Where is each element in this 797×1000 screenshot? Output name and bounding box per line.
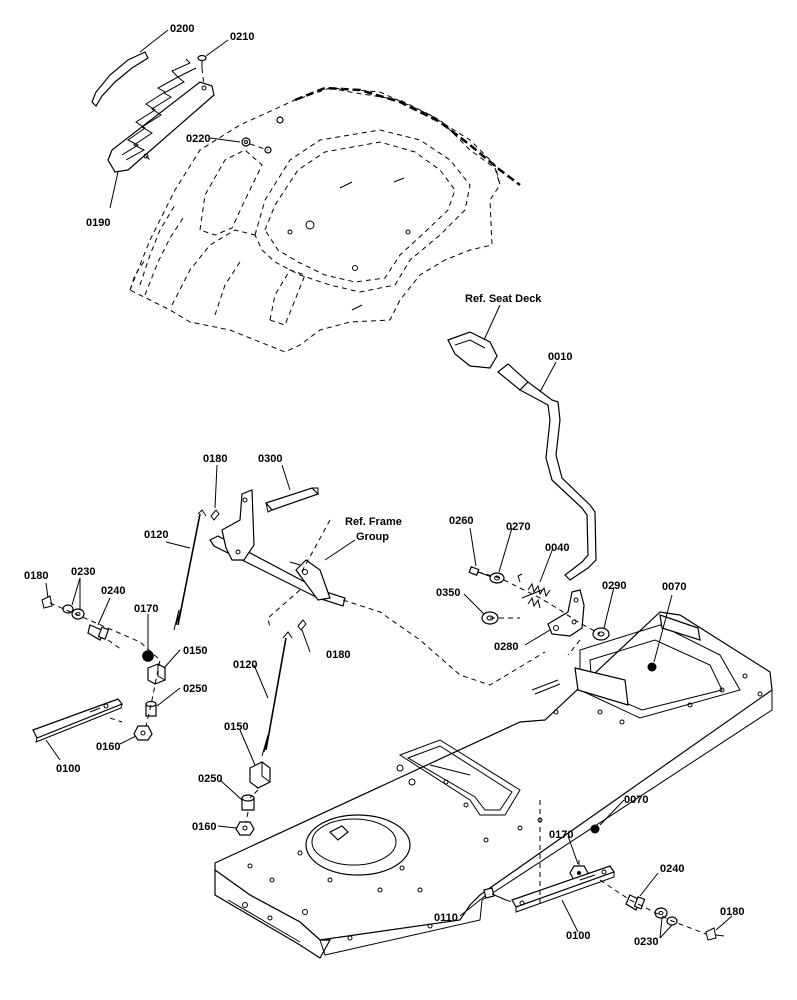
label-0290: 0290 (602, 580, 626, 592)
nut-0160-center (235, 821, 255, 836)
nut-0220 (241, 116, 284, 154)
clip-0180-left (41, 595, 53, 609)
washer-0270 (489, 572, 505, 584)
label-0160-left: 0160 (96, 741, 120, 753)
label-0200: 0200 (170, 23, 194, 35)
clip-0180-center (297, 619, 307, 631)
label-0260: 0260 (449, 515, 473, 527)
leader-lines (45, 29, 733, 939)
nut-0070-rear (647, 662, 657, 672)
stud-0240-left (87, 624, 110, 641)
rod-0120-center (261, 631, 293, 757)
spacer-0250-center (241, 794, 255, 811)
frame (214, 611, 773, 959)
clip-0180-top (210, 509, 220, 521)
block-0150-left (147, 663, 166, 685)
nut-0070-front (590, 824, 600, 834)
label-0300: 0300 (258, 453, 282, 465)
washers-0230-right (654, 907, 678, 926)
nut-0170-left (142, 650, 154, 662)
label-0100-left: 0100 (56, 763, 80, 775)
knob-ref-seat-deck (447, 331, 498, 369)
label-ref-frame-2: Group (356, 531, 389, 543)
bar-0100-left (32, 698, 123, 743)
label-0070-front: 0070 (624, 794, 648, 806)
label-0230-right: 0230 (634, 936, 658, 948)
label-0100-right: 0100 (566, 930, 590, 942)
label-0180-right: 0180 (720, 906, 744, 918)
decal-strip-0200 (91, 51, 149, 107)
spring-0040 (517, 573, 551, 609)
label-0110: 0110 (434, 912, 458, 924)
seat-deck-outline (129, 86, 521, 353)
label-0120-center: 0120 (233, 659, 257, 671)
handle-0300 (264, 487, 320, 513)
washer-0290 (592, 627, 610, 641)
bolt-0260 (468, 566, 501, 581)
spacer-0250-left (145, 700, 157, 717)
label-0150-left: 0150 (183, 645, 207, 657)
screw-0210 (197, 54, 207, 68)
label-0220: 0220 (186, 133, 210, 145)
bracket-0280 (547, 589, 585, 637)
rod-0120-left (173, 509, 207, 631)
block-0150-center (249, 761, 271, 789)
label-0190: 0190 (86, 217, 110, 229)
bar-0100-right (511, 865, 615, 913)
label-0180-left: 0180 (24, 570, 48, 582)
label-0170-right: 0170 (549, 829, 573, 841)
label-ref-frame-1: Ref. Frame (345, 516, 402, 528)
label-0350: 0350 (436, 587, 460, 599)
label-0180-center: 0180 (326, 649, 350, 661)
label-0230-left: 0230 (71, 566, 95, 578)
label-0070-rear: 0070 (662, 581, 686, 593)
cross-shaft-assembly (209, 489, 346, 607)
shift-lever-0010 (497, 363, 597, 581)
label-0160-center: 0160 (192, 821, 216, 833)
bracket-0190 (107, 58, 215, 173)
label-0170-left: 0170 (134, 603, 158, 615)
callout-labels: 0200 0210 0220 0190 Ref. Seat Deck 0010 … (24, 23, 744, 948)
label-0250-left: 0250 (183, 683, 207, 695)
bolt-0110 (483, 887, 507, 901)
label-0240-left: 0240 (101, 585, 125, 597)
label-0010: 0010 (548, 351, 572, 363)
label-0210: 0210 (230, 31, 254, 43)
label-0120-left: 0120 (144, 529, 168, 541)
clip-0180-right (705, 927, 725, 941)
washers-0230-left (62, 604, 85, 620)
label-0270: 0270 (506, 521, 530, 533)
label-0240-right: 0240 (660, 863, 684, 875)
label-0040: 0040 (545, 542, 569, 554)
label-0150-center: 0150 (224, 721, 248, 733)
label-0250-center: 0250 (198, 773, 222, 785)
stud-0240-right (625, 894, 646, 911)
label-0180-top: 0180 (203, 453, 227, 465)
nut-0160-left (133, 725, 153, 741)
label-0280: 0280 (494, 641, 518, 653)
label-ref-seat-deck: Ref. Seat Deck (465, 293, 542, 305)
